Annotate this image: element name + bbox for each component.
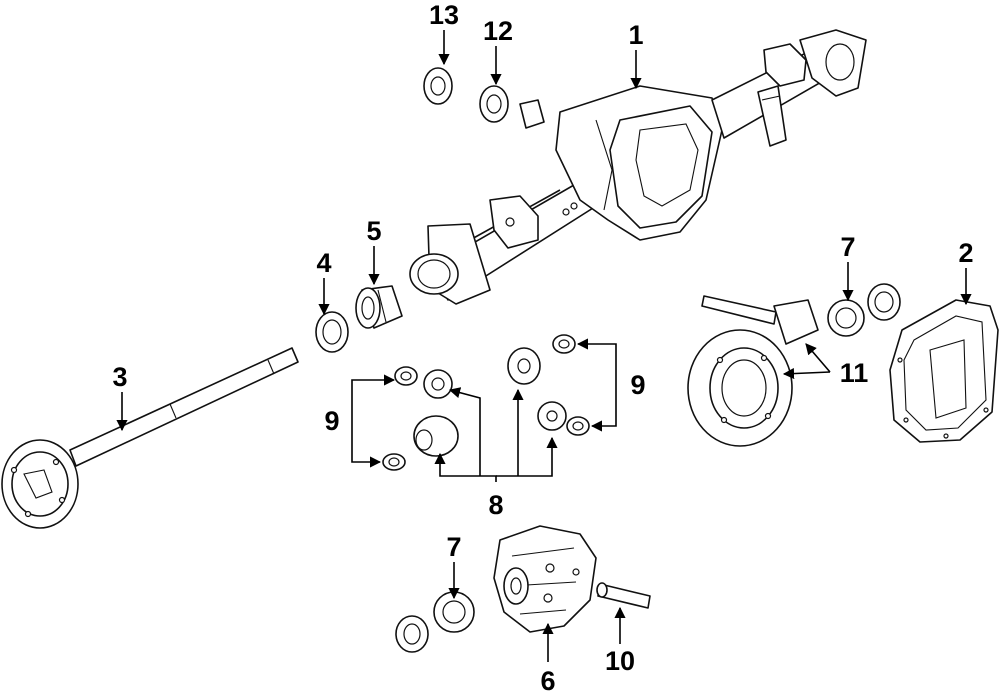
callout-labels: 1 2 3 4 5 6 7 7 8 9 9 10 11 12 13: [112, 0, 973, 692]
callout-4: 4: [316, 248, 331, 278]
differential-case[interactable]: [493, 525, 597, 633]
differential-cover[interactable]: [889, 299, 999, 443]
axle-housing[interactable]: [409, 29, 867, 305]
callout-13: 13: [429, 0, 459, 30]
callout-9-left: 9: [324, 406, 339, 436]
callout-7-lower: 7: [446, 532, 461, 562]
carrier-bearing[interactable]: [395, 591, 475, 653]
callout-3: 3: [112, 362, 127, 392]
callout-12: 12: [483, 16, 513, 46]
leader-lines: [116, 30, 972, 662]
callout-8: 8: [488, 490, 503, 520]
callout-11: 11: [840, 358, 869, 388]
callout-6: 6: [540, 666, 555, 692]
callout-7-upper: 7: [840, 232, 855, 262]
pinion-shaft[interactable]: [596, 582, 651, 609]
axle-seal[interactable]: [315, 311, 349, 353]
callout-2: 2: [958, 238, 973, 268]
differential-gears[interactable]: [413, 347, 567, 457]
callout-1: 1: [628, 20, 643, 50]
thrust-washers[interactable]: [382, 334, 590, 471]
axle-bearing[interactable]: [355, 285, 403, 329]
callout-5: 5: [366, 216, 381, 246]
ring-and-pinion[interactable]: [687, 295, 819, 447]
callout-10: 10: [605, 646, 635, 676]
axle-shaft[interactable]: [1, 347, 299, 529]
callout-9-right: 9: [630, 370, 645, 400]
pinion-bearing-upper[interactable]: [479, 85, 545, 129]
pinion-seal[interactable]: [423, 67, 453, 105]
pinion-bearing[interactable]: [827, 283, 901, 337]
